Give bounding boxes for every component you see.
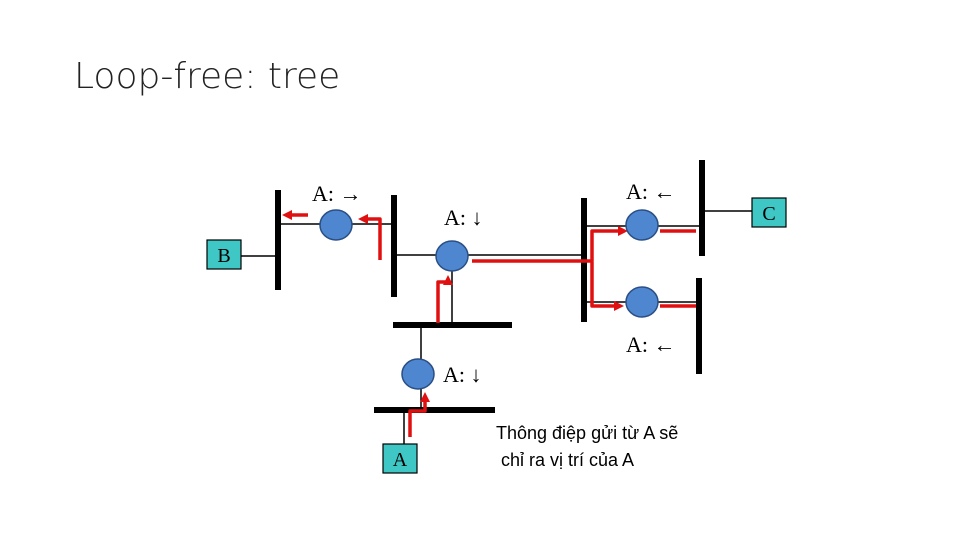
switch-2[interactable]	[435, 240, 469, 272]
host-b[interactable]	[206, 239, 242, 270]
path-arrowheads	[282, 210, 628, 402]
switch-5[interactable]	[401, 358, 435, 390]
switch-2-label: A: ↓	[444, 205, 483, 230]
switch-1-label: A: →	[312, 181, 362, 206]
switch-3[interactable]	[625, 209, 659, 241]
switch-5-label: A: ↓	[443, 362, 482, 387]
page-title: Loop-free: tree	[74, 56, 341, 97]
host-a[interactable]	[382, 443, 418, 474]
note-line-2: chỉ ra vị trí của A	[496, 450, 635, 470]
switch-3-label: A: ←	[626, 179, 676, 204]
note-line-1: Thông điệp gửi từ A sẽ	[496, 423, 679, 443]
switch-4[interactable]	[625, 286, 659, 318]
host-b-label: B	[217, 245, 230, 267]
host-c[interactable]	[751, 197, 787, 228]
switch-4-label: A: ←	[626, 332, 676, 357]
host-a-label: A	[393, 449, 408, 471]
switch-1[interactable]	[319, 209, 353, 241]
note-text: Thông điệp gửi từ A sẽ chỉ ra vị trí của…	[496, 420, 678, 474]
host-c-label: C	[762, 203, 775, 225]
forwarding-path	[290, 213, 696, 437]
